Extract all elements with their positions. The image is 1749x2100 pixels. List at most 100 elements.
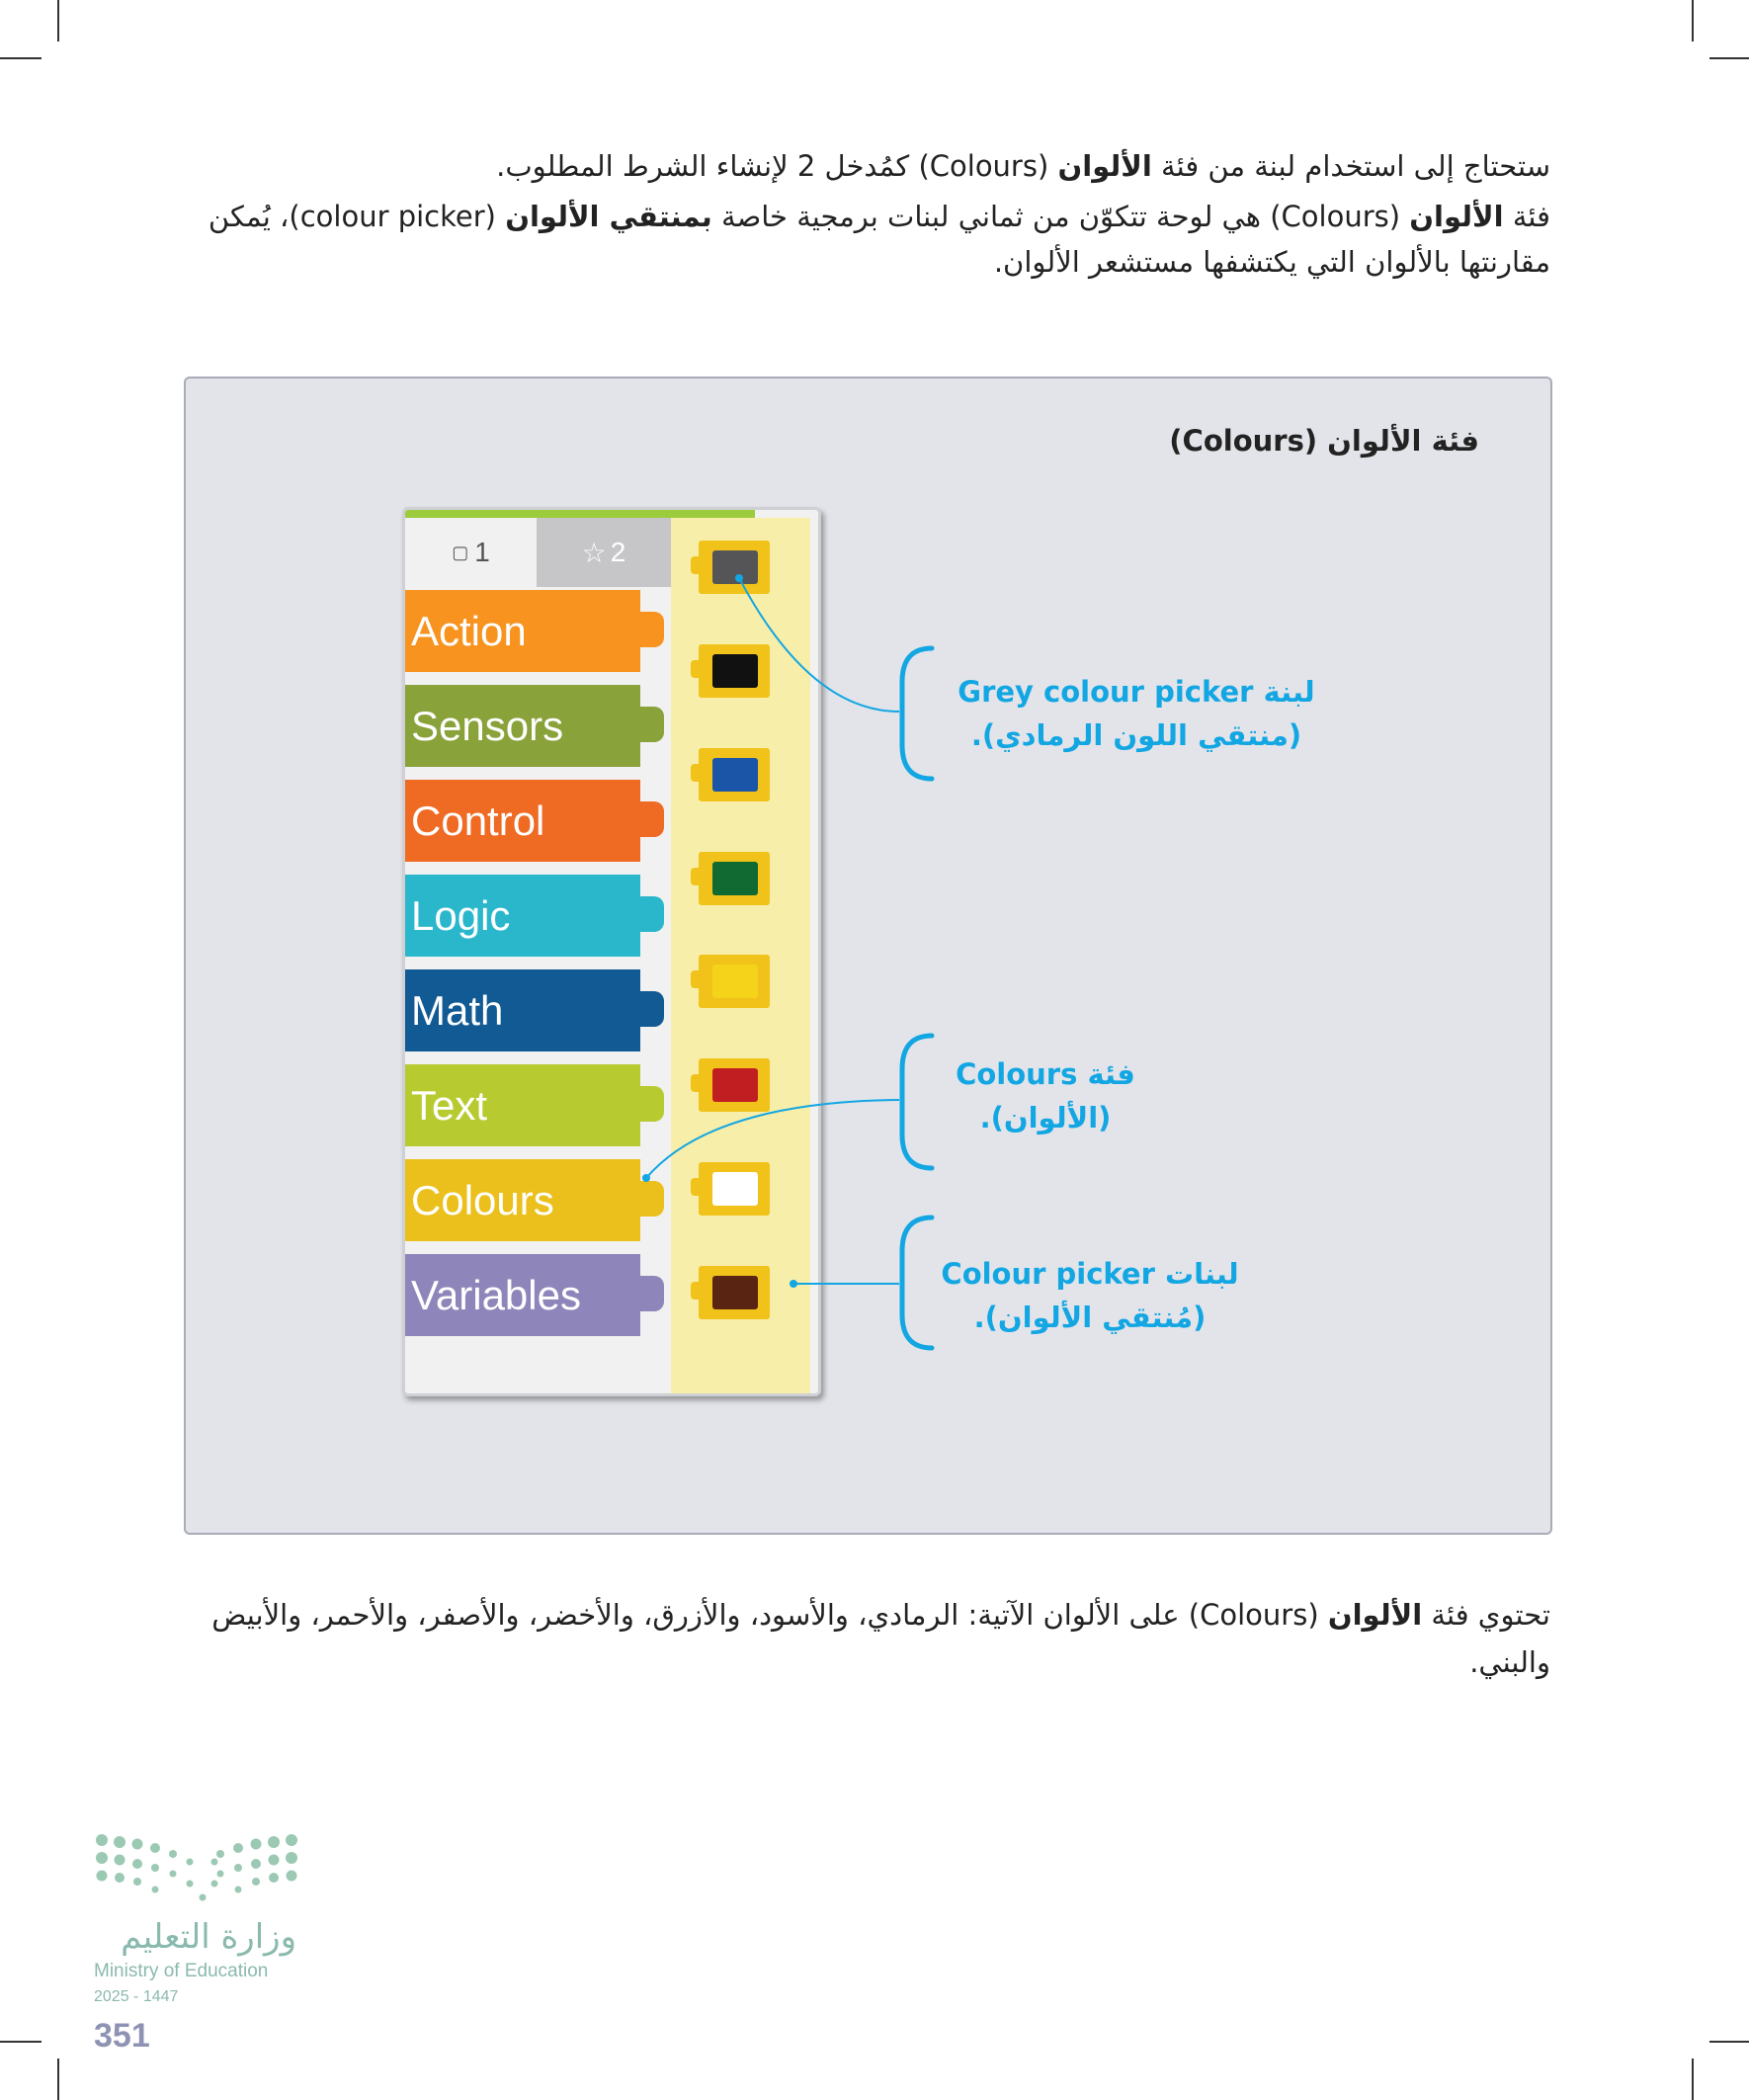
colour-picker-block[interactable] (691, 644, 770, 698)
crop-mark (57, 0, 59, 42)
block-notch (640, 991, 664, 1027)
crop-mark (0, 2041, 42, 2043)
category-variables[interactable]: Variables (405, 1254, 664, 1336)
leader-line (738, 577, 900, 713)
callout-line: لبنات Colour picker (941, 1257, 1239, 1291)
colour-picker-block[interactable] (691, 1266, 770, 1319)
square-icon: ▢ (452, 542, 469, 562)
colour-picker-block[interactable] (691, 1162, 770, 1216)
category-label: Logic (411, 891, 511, 939)
bracket (899, 1033, 935, 1171)
category-math[interactable]: Math (405, 969, 664, 1051)
text: (Colours) على الألوان الآتية: الرمادي، و… (211, 1598, 1550, 1679)
callout-colours-category: فئة Colours (الألوان). (897, 1052, 1194, 1139)
category-label: Colours (411, 1176, 554, 1223)
tab-2[interactable]: ☆2 (537, 518, 671, 587)
crop-mark (1709, 2041, 1749, 2043)
category-colours[interactable]: Colours (405, 1159, 664, 1241)
block-nub (691, 764, 701, 782)
block-nub (691, 1282, 701, 1300)
tab-1[interactable]: ▢1 (405, 518, 537, 587)
colour-swatch (712, 550, 758, 584)
text: (Colours) هي لوحة تتكوّن من ثماني لبنات … (711, 200, 1410, 233)
logo-year: 2025 - 1447 (94, 1988, 179, 2005)
logo-arabic-text: وزارة التعليم (121, 1917, 296, 1957)
callout-line: فئة Colours (956, 1057, 1135, 1091)
category-label: Action (411, 607, 527, 654)
category-label: Text (411, 1081, 488, 1129)
callout-colour-pickers: لبنات Colour picker (مُنتقي الألوان). (912, 1252, 1268, 1339)
crop-mark (0, 57, 42, 59)
progress-bar (405, 510, 755, 518)
bold-term: الألوان (1409, 200, 1504, 233)
intro-paragraph-1: ستحتاج إلى استخدام لبنة من فئة الألوان (… (184, 138, 1550, 194)
ministry-logo: وزارة التعليم Ministry of Education 2025… (94, 1834, 301, 2012)
colour-swatch (712, 1172, 758, 1206)
text: (colour picker)، يُمكن مقارنتها بالألوان… (208, 200, 1550, 279)
block-notch (640, 1276, 664, 1311)
callout-grey-picker: لبنة Grey colour picker (منتقي اللون الر… (929, 670, 1344, 757)
logo-dots-icon (96, 1834, 297, 1901)
text: (Colours) كمُدخل 2 لإنشاء الشرط المطلوب. (496, 149, 1058, 183)
category-label: Math (411, 986, 504, 1034)
bold-term: الألوان (1327, 1598, 1423, 1632)
block-nub (691, 1074, 701, 1092)
crop-mark (57, 2058, 59, 2100)
block-notch (640, 1181, 664, 1217)
text: تحتوي فئة (1422, 1598, 1550, 1632)
page-number: 351 (94, 2017, 150, 2055)
category-text[interactable]: Text (405, 1064, 664, 1146)
block-notch (640, 1086, 664, 1122)
block-notch (640, 707, 664, 742)
colour-swatch (712, 654, 758, 688)
colour-swatch (712, 1068, 758, 1102)
crop-mark (1692, 2058, 1694, 2100)
tab-label: 1 (474, 537, 490, 567)
crop-mark (1709, 57, 1749, 59)
leader-line (645, 1099, 900, 1179)
category-label: Variables (411, 1271, 581, 1318)
colour-swatch (712, 862, 758, 895)
category-control[interactable]: Control (405, 780, 664, 862)
bold-term: بمنتقي الألوان (505, 200, 712, 233)
category-sensors[interactable]: Sensors (405, 685, 664, 767)
block-notch (640, 612, 664, 647)
colour-picker-block[interactable] (691, 955, 770, 1008)
colour-picker-block[interactable] (691, 1058, 770, 1112)
leader-dot (790, 1280, 797, 1288)
block-nub (691, 1178, 701, 1196)
block-notch (640, 801, 664, 837)
category-logic[interactable]: Logic (405, 875, 664, 957)
crop-mark (1692, 0, 1694, 42)
outro-paragraph: تحتوي فئة الألوان (Colours) على الألوان … (184, 1591, 1550, 1686)
colour-swatch (712, 965, 758, 998)
block-nub (691, 868, 701, 885)
logo-english-text: Ministry of Education (94, 1961, 269, 1981)
text: فئة (1503, 200, 1550, 233)
category-label: Control (411, 797, 545, 844)
bold-term: الألوان (1057, 149, 1152, 183)
colour-picker-block[interactable] (691, 852, 770, 905)
bracket (899, 645, 935, 782)
callout-line: (الألوان). (979, 1101, 1112, 1134)
colour-swatch (712, 1276, 758, 1309)
intro-paragraph-2: فئة الألوان (Colours) هي لوحة تتكوّن من … (184, 194, 1550, 285)
callout-line: (منتقي اللون الرمادي). (970, 718, 1302, 752)
block-nub (691, 556, 701, 574)
leader-dot (642, 1174, 650, 1182)
star-icon: ☆ (581, 537, 607, 568)
figure-title: فئة الألوان (Colours) (1169, 424, 1479, 458)
colour-swatch (712, 758, 758, 792)
category-label: Sensors (411, 702, 564, 749)
bracket (899, 1215, 935, 1351)
block-notch (640, 896, 664, 932)
callout-line: لبنة Grey colour picker (958, 675, 1315, 709)
category-action[interactable]: Action (405, 590, 664, 672)
colour-picker-block[interactable] (691, 748, 770, 801)
block-nub (691, 660, 701, 678)
colour-picker-block[interactable] (691, 541, 770, 594)
block-nub (691, 970, 701, 988)
